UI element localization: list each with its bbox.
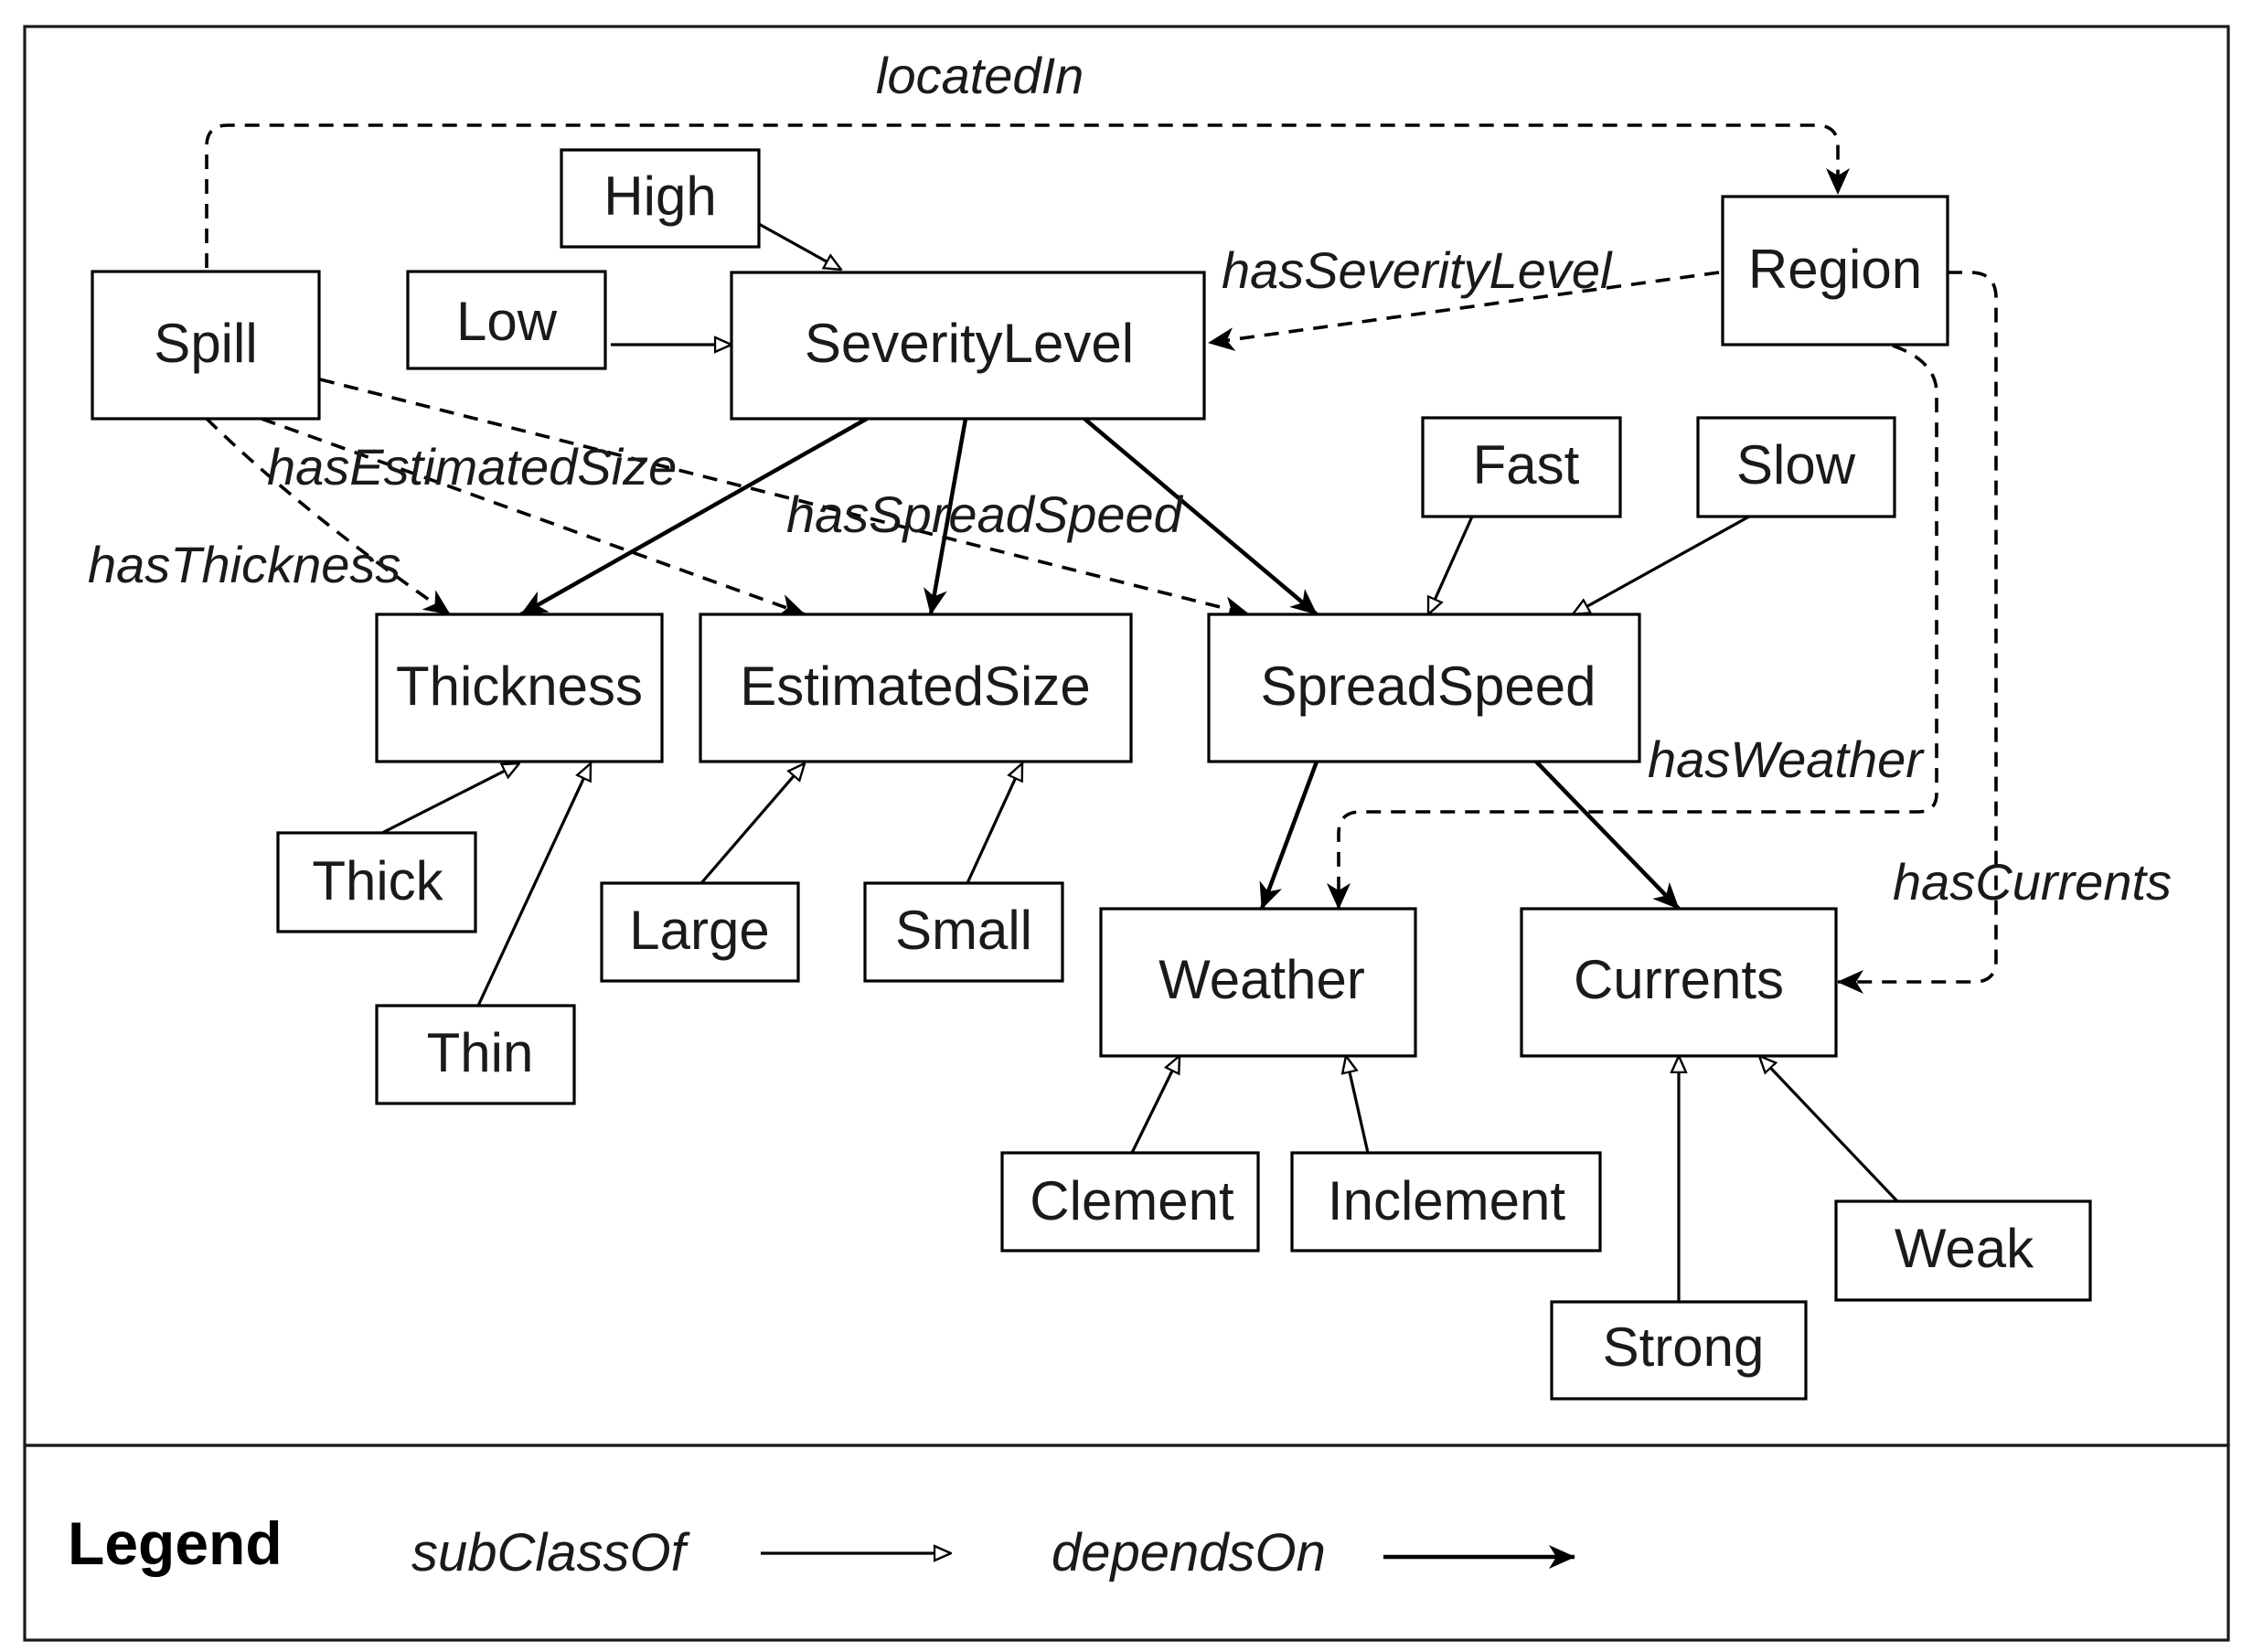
svg-text:High: High	[603, 165, 716, 227]
node-thickness: Thickness	[375, 613, 664, 763]
legend-subclassof-label: subClassOf	[411, 1523, 691, 1583]
svg-text:SpreadSpeed: SpreadSpeed	[1261, 655, 1596, 717]
edge-inclement-weather	[1346, 1056, 1370, 1154]
property-edges	[205, 123, 1998, 994]
node-region: Region	[1721, 195, 1949, 346]
legend-dependson-label: dependsOn	[1052, 1523, 1326, 1583]
edge-hasspreadspeed	[319, 378, 1250, 620]
edge-fast-spreadspeed	[1426, 516, 1474, 614]
svg-text:Thickness: Thickness	[396, 655, 643, 717]
edge-severity-estimatedsize	[923, 418, 968, 615]
edge-hasseveritylevel	[1208, 271, 1720, 352]
legend: Legend subClassOf dependsOn	[68, 1509, 1575, 1583]
edge-large-estimatedsize	[699, 763, 805, 885]
node-spill: Spill	[91, 270, 321, 421]
svg-text:Fast: Fast	[1473, 434, 1580, 496]
edge-spreadspeed-weather	[1259, 761, 1319, 910]
edge-severity-spreadspeed	[1083, 417, 1319, 616]
node-strong: Strong	[1550, 1300, 1808, 1401]
legend-frame	[23, 1444, 2230, 1642]
label-locatedin: locatedIn	[876, 47, 1084, 104]
edge-thin-thickness	[476, 763, 593, 1007]
edge-small-estimatedsize	[966, 763, 1024, 884]
legend-title: Legend	[68, 1509, 283, 1577]
edge-hasestimatedsize	[261, 417, 806, 617]
svg-text:Clement: Clement	[1030, 1170, 1234, 1231]
edge-hasthickness	[205, 417, 452, 616]
edge-locatedin	[205, 123, 1850, 268]
node-spreadspeed: SpreadSpeed	[1207, 613, 1641, 763]
edge-slow-spreadspeed	[1573, 515, 1750, 614]
node-severitylevel: SeverityLevel	[730, 271, 1206, 421]
svg-text:Strong: Strong	[1603, 1316, 1765, 1378]
svg-text:Weather: Weather	[1158, 949, 1365, 1010]
svg-text:EstimatedSize: EstimatedSize	[740, 655, 1091, 717]
edge-hasweather	[1327, 344, 1938, 910]
node-slow: Slow	[1696, 416, 1896, 518]
node-small: Small	[863, 881, 1064, 983]
label-hasweather: hasWeather	[1648, 730, 1925, 788]
node-low: Low	[406, 270, 607, 370]
node-thin: Thin	[375, 1004, 576, 1105]
edge-hascurrents	[1837, 271, 1998, 994]
node-fast: Fast	[1421, 416, 1622, 518]
node-high: High	[560, 148, 761, 249]
node-weather: Weather	[1099, 907, 1417, 1058]
edge-high-severitylevel	[758, 222, 841, 270]
svg-text:Small: Small	[895, 900, 1032, 961]
edge-clement-weather	[1130, 1056, 1181, 1154]
label-hasthickness: hasThickness	[88, 536, 400, 593]
svg-text:Slow: Slow	[1736, 434, 1856, 496]
edge-thick-thickness	[381, 762, 519, 835]
label-hasestimatedsize: hasEstimatedSize	[267, 438, 677, 496]
svg-text:Currents: Currents	[1574, 949, 1784, 1010]
node-currents: Currents	[1520, 907, 1838, 1058]
edge-severity-thickness	[519, 417, 869, 616]
edge-weak-currents	[1759, 1056, 1899, 1203]
svg-text:Inclement: Inclement	[1328, 1170, 1565, 1231]
svg-text:Region: Region	[1748, 239, 1922, 300]
label-hasspreadspeed: hasSpreadSpeed	[786, 485, 1184, 543]
label-hascurrents: hasCurrents	[1893, 853, 2172, 911]
label-hasseveritylevel: hasSeverityLevel	[1222, 241, 1613, 299]
svg-text:Low: Low	[456, 291, 558, 352]
node-estimatedsize: EstimatedSize	[699, 613, 1133, 763]
node-inclement: Inclement	[1290, 1151, 1602, 1252]
svg-text:Spill: Spill	[154, 313, 257, 374]
svg-text:Weak: Weak	[1895, 1218, 2034, 1279]
subclass-edges	[381, 222, 1899, 1302]
svg-text:SeverityLevel: SeverityLevel	[805, 313, 1134, 374]
node-weak: Weak	[1834, 1199, 2092, 1302]
dependson-edges	[519, 417, 1681, 911]
svg-text:Large: Large	[629, 900, 769, 961]
svg-text:Thick: Thick	[312, 850, 443, 911]
node-thick: Thick	[276, 831, 477, 933]
edge-spreadspeed-currents	[1534, 760, 1681, 911]
node-clement: Clement	[1000, 1151, 1260, 1252]
svg-text:Thin: Thin	[427, 1022, 534, 1083]
node-large: Large	[600, 881, 800, 983]
